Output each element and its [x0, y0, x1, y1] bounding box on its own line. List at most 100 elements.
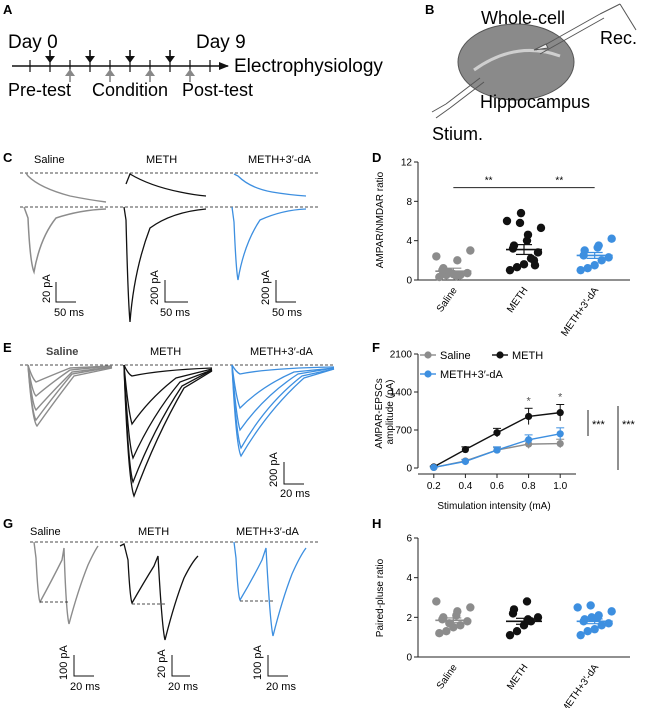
- data-point: [590, 625, 599, 634]
- label-whole-cell: Whole-cell: [481, 8, 565, 28]
- y-tick-label: 1400: [390, 388, 413, 399]
- panel-letter-b: B: [425, 2, 434, 17]
- hippocampal-slice: [457, 23, 575, 101]
- y-tick-label: 0: [406, 464, 412, 475]
- ampar-trace-meth-3da: [231, 206, 307, 281]
- data-point: [435, 272, 444, 282]
- data-point: [530, 261, 540, 270]
- data-point: [493, 446, 501, 454]
- data-point: [493, 429, 501, 437]
- significance-label: **: [485, 176, 493, 187]
- data-point: [556, 439, 564, 448]
- data-point: [519, 260, 529, 269]
- data-point: [594, 611, 603, 620]
- y-tick-label: 2: [406, 613, 412, 624]
- trace-label-meth: METH: [150, 346, 181, 358]
- up-arrow-icon: [145, 69, 155, 82]
- significance-star: *: [558, 391, 563, 403]
- ppr-trace-meth-3da: [233, 541, 307, 637]
- scalebar-amp-meth: 200 pA: [149, 269, 161, 305]
- data-point: [556, 430, 564, 438]
- data-point: [439, 613, 448, 622]
- legend-swatch-dot: [424, 370, 432, 378]
- panel-letter-f: F: [372, 340, 380, 355]
- ppr-trace-saline: [33, 541, 99, 625]
- data-point: [461, 457, 469, 466]
- nmdar-trace-meth: [125, 173, 207, 197]
- timeline-day0-label: Day 0: [8, 32, 58, 53]
- trace-label-meth-3da: METH+3′-dA: [248, 154, 312, 166]
- data-point: [523, 615, 533, 624]
- data-point: [502, 216, 512, 226]
- data-point: [604, 253, 613, 262]
- down-arrow-icon: [85, 50, 95, 63]
- x-tick-label: Saline: [435, 285, 460, 314]
- panel-letter-g: G: [3, 516, 13, 531]
- up-arrow-icon: [65, 69, 75, 82]
- panel-b: B Whole-cell Rec. Hippocampus Stium.: [425, 2, 637, 144]
- data-point: [515, 218, 525, 228]
- data-point: [519, 621, 529, 630]
- x-tick-label: 0.8: [522, 481, 536, 492]
- scalebar-g-meth-3da: [267, 655, 288, 677]
- x-tick-label: 0.6: [490, 481, 504, 492]
- x-tick-label: 1.0: [553, 481, 567, 492]
- chart-h-ylabel: Paired-pluse ratio: [375, 558, 386, 637]
- data-point: [576, 630, 585, 640]
- data-point: [583, 627, 592, 636]
- scalebar-g-meth: [171, 655, 190, 677]
- trace-label-saline: Saline: [34, 154, 65, 166]
- legend-label: METH+3′-dA: [440, 369, 504, 381]
- recording-electrode: [533, 3, 637, 55]
- test-session-arrows: [65, 69, 195, 82]
- data-point: [509, 241, 519, 250]
- legend-swatch-dot: [424, 351, 432, 359]
- scalebar-meth: [164, 280, 188, 303]
- data-point: [430, 463, 438, 472]
- label-stim: Stium.: [432, 124, 483, 144]
- scalebar-amp-e: 200 pA: [268, 451, 280, 487]
- data-point: [533, 613, 543, 622]
- data-point: [590, 261, 599, 270]
- nmdar-trace-meth-3da: [233, 173, 307, 197]
- data-point: [556, 409, 564, 417]
- data-point: [453, 607, 462, 616]
- significance-label: ***: [622, 419, 636, 431]
- panel-f: F AMPAR-EPSCs amplitude (pA) Stimulation…: [372, 340, 636, 512]
- data-point: [586, 601, 595, 610]
- y-tick-label: 8: [406, 197, 412, 208]
- y-tick-label: 4: [406, 573, 412, 584]
- y-tick-label: 4: [406, 236, 412, 247]
- x-tick-label: 0.2: [427, 481, 441, 492]
- trace-label-meth: METH: [146, 154, 177, 166]
- cell-layer: [473, 49, 561, 72]
- chart-d-ylabel: AMPAR/NMDAR ratio: [375, 171, 386, 268]
- down-arrow-icon: [165, 50, 175, 63]
- scalebar-time-e: 20 ms: [280, 488, 310, 500]
- data-point: [576, 265, 585, 275]
- panel-e: E Saline METH METH+3′-dA 20: [3, 340, 335, 500]
- meth-injection-arrows: [45, 50, 175, 63]
- scalebar-time-g-saline: 20 ms: [70, 681, 100, 693]
- legend-label: Saline: [440, 350, 471, 362]
- scalebar-e: [283, 462, 304, 485]
- scalebar-g-saline: [73, 655, 94, 677]
- data-point: [523, 230, 533, 239]
- panel-letter-h: H: [372, 516, 381, 531]
- up-arrow-icon: [185, 69, 195, 82]
- data-point: [505, 265, 515, 275]
- significance-star: *: [526, 395, 531, 407]
- chart-f-ylabel-line-2: amplitude (pA): [385, 379, 396, 444]
- y-tick-label: 700: [395, 426, 412, 437]
- data-point: [516, 208, 526, 218]
- x-tick-label: 0.4: [458, 481, 472, 492]
- series-line: [433, 411, 561, 468]
- y-tick-label: 6: [406, 534, 412, 545]
- data-point: [435, 629, 444, 638]
- data-point: [509, 605, 519, 614]
- data-point: [463, 268, 472, 278]
- data-point: [583, 264, 592, 273]
- chart-f-ylabel: AMPAR-EPSCs amplitude (pA): [374, 375, 396, 448]
- y-tick-label: 2100: [390, 350, 413, 361]
